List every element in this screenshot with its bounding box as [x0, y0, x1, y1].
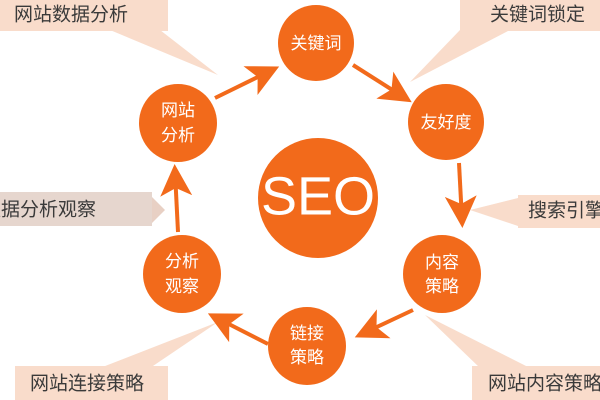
- callout-keyword-lock: 关键词锁定: [410, 0, 600, 82]
- node-label: 友好度: [421, 113, 472, 133]
- callout-website-content-strategy: 网站内容策略: [425, 315, 600, 400]
- node-label: 策略: [290, 348, 324, 368]
- node-link-strategy: 链接 策略: [268, 307, 346, 385]
- node-label: 内容: [425, 253, 459, 273]
- callout-search-engine: 搜索引擎: [470, 195, 600, 228]
- node-friendliness: 友好度: [408, 84, 484, 160]
- callout-data-analysis-observation: 数据分析观察: [0, 192, 165, 226]
- node-keyword: 关键词: [278, 5, 354, 81]
- seo-label: SEO: [261, 166, 375, 226]
- callout-text: 关键词锁定: [490, 4, 585, 26]
- callout-text: 网站数据分析: [14, 4, 128, 26]
- callout-website-link-strategy: 网站连接策略: [15, 322, 218, 400]
- node-label: 策略: [425, 277, 459, 297]
- node-label: 关键词: [291, 34, 342, 54]
- callout-text: 数据分析观察: [0, 199, 96, 221]
- arrow-link-to-observation: [207, 313, 269, 346]
- node-website-analysis: 网站 分析: [139, 84, 217, 162]
- callout-text: 搜索引擎: [528, 200, 600, 222]
- arrow-content-to-link: [354, 308, 414, 339]
- callout-text: 网站内容策略: [488, 373, 600, 395]
- callout-text: 网站连接策略: [30, 373, 144, 395]
- node-label: 链接: [290, 324, 324, 344]
- node-label: 分析: [161, 126, 195, 146]
- arrow-keyword-to-friendliness: [351, 63, 412, 103]
- arrow-observation-to-analysis: [160, 164, 193, 233]
- arrow-analysis-to-keyword: [214, 66, 280, 100]
- callout-website-data-analysis: 网站数据分析: [0, 0, 218, 75]
- node-analysis-observation: 分析 观察: [143, 235, 221, 313]
- arrow-friendliness-to-content: [444, 162, 477, 228]
- node-label: 观察: [165, 277, 199, 297]
- node-content-strategy: 内容 策略: [403, 235, 481, 313]
- node-label: 网站: [161, 101, 195, 121]
- seo-center-node: SEO: [258, 138, 378, 258]
- node-label: 分析: [165, 252, 199, 272]
